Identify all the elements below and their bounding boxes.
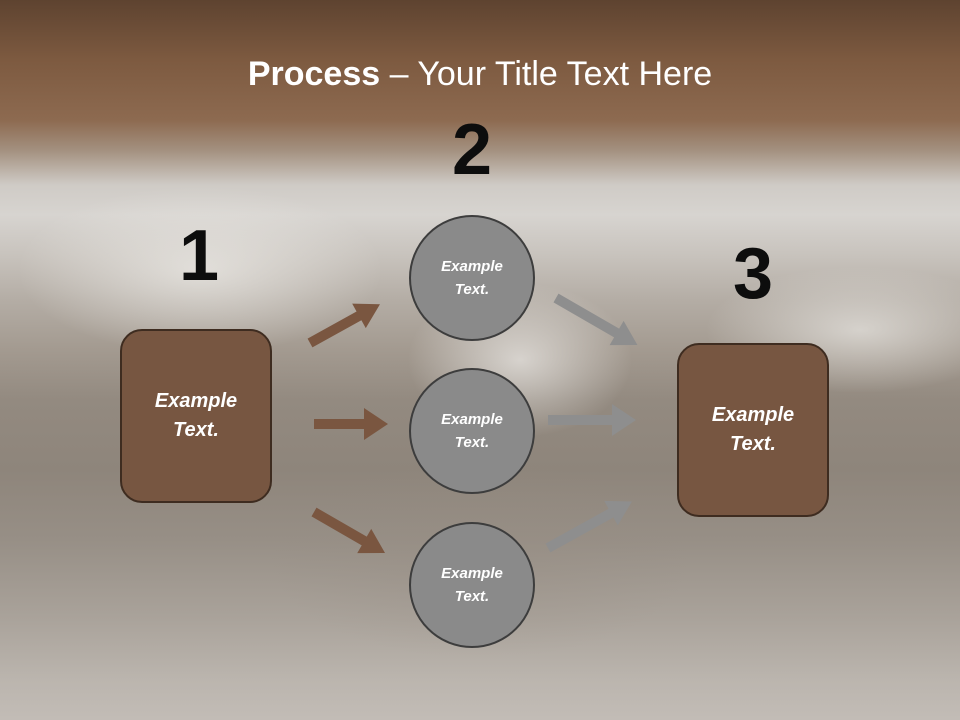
arrow-icon [314,408,388,440]
circle-top[interactable]: Example Text. [409,215,535,341]
left-box-text: Example Text. [154,390,238,441]
arrow-icon [311,507,386,554]
circle-bottom-text: Example Text. [441,565,503,605]
arrow-icon [307,303,380,348]
right-box-text: Example Text. [711,404,795,455]
arrow-icon [548,404,636,436]
arrow-icon [545,500,632,553]
circle-middle[interactable]: Example Text. [409,368,535,494]
circle-middle-text: Example Text. [441,411,503,451]
right-box[interactable]: Example Text. [677,343,829,517]
circle-top-text: Example Text. [441,258,503,298]
step-number-1: 1 [178,216,220,296]
left-box[interactable]: Example Text. [120,329,272,503]
title-rest: – Your Title Text Here [380,55,713,93]
step-number-3: 3 [732,234,774,314]
arrow-icon [553,293,638,346]
slide-title: Process – Your Title Text Here [0,48,960,100]
step-number-2: 2 [451,110,493,190]
circle-bottom[interactable]: Example Text. [409,522,535,648]
title-strong: Process [247,55,381,93]
